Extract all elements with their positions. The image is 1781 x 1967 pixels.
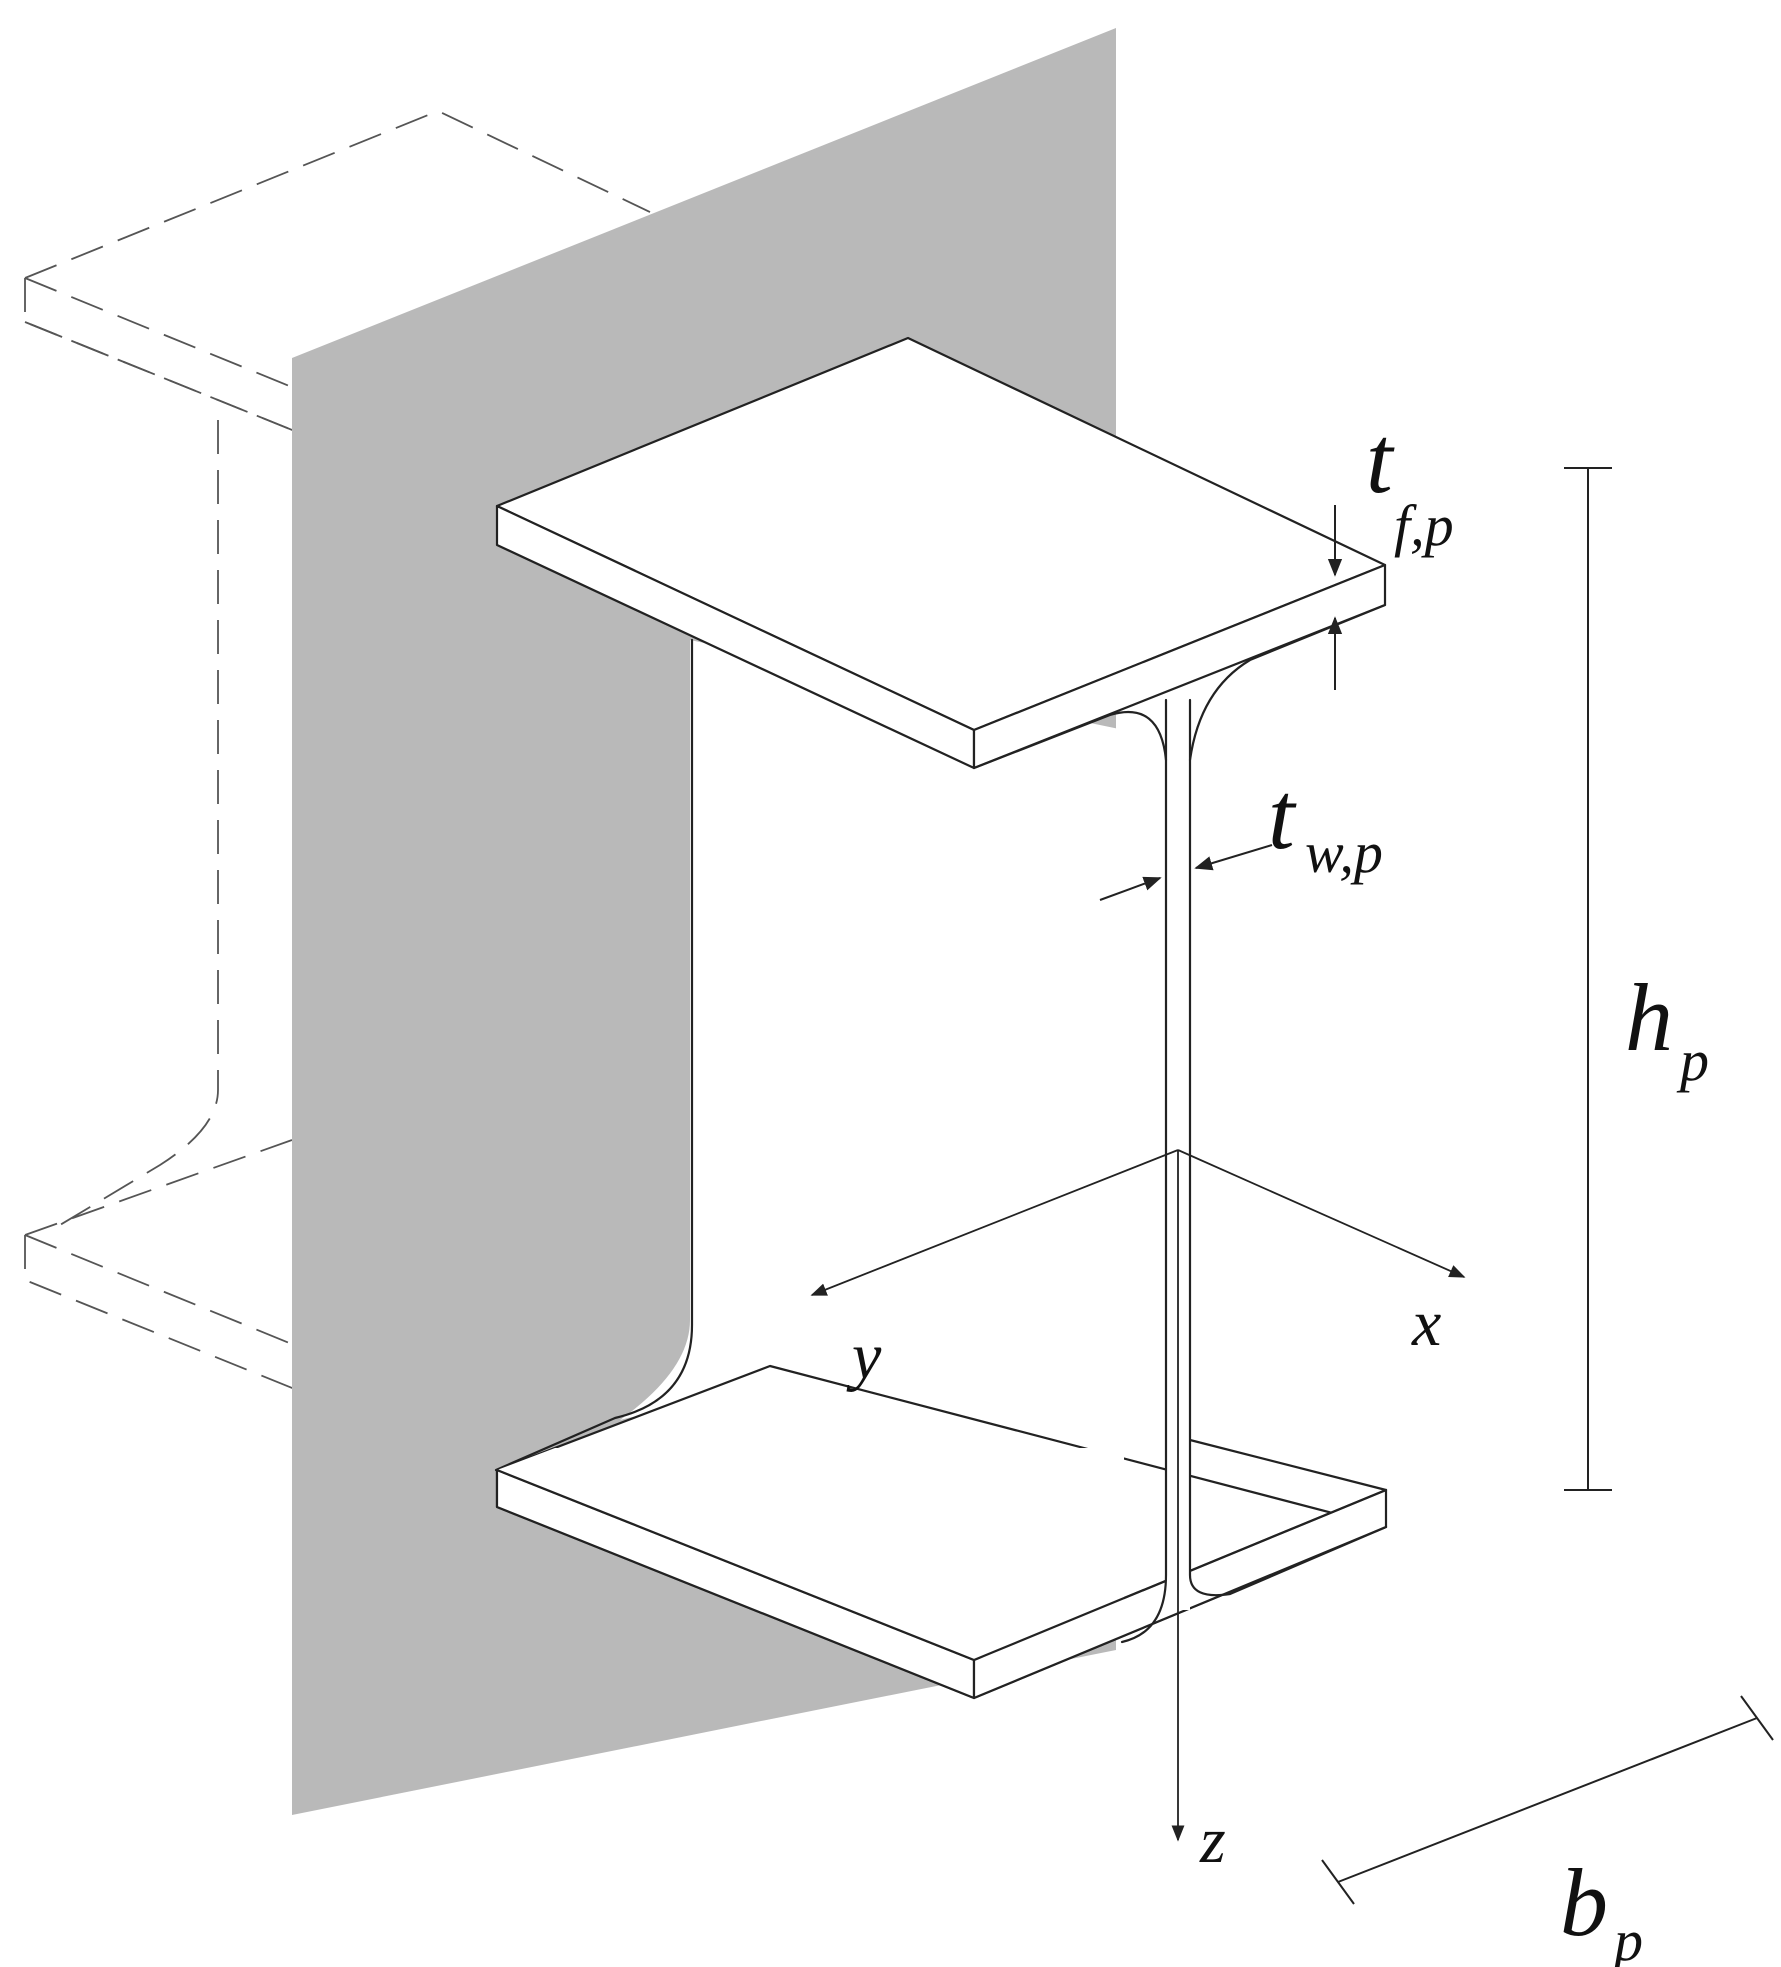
axis-x-label: x [1411, 1287, 1441, 1360]
flange-thickness-dimension: t f,p [1327, 406, 1454, 690]
web-thickness-label: t [1268, 762, 1297, 869]
web-thickness-subscript: w,p [1305, 820, 1383, 885]
height-label: h [1625, 964, 1673, 1071]
top-flange [495, 336, 1387, 770]
axes: y x z [810, 1149, 1466, 1877]
width-dimension: b p [1321, 1695, 1774, 1967]
axis-x-line [1177, 1149, 1466, 1278]
axis-y-label: y [846, 1320, 882, 1393]
flange-thickness-label: t [1366, 406, 1395, 513]
height-dimension: h p [1564, 467, 1709, 1491]
web-thickness-dimension: t w,p [1099, 762, 1383, 901]
height-subscript: p [1676, 1028, 1709, 1093]
width-subscript: p [1610, 1908, 1643, 1967]
width-label: b [1560, 1849, 1608, 1956]
axis-y-line [810, 1149, 1179, 1296]
flange-thickness-subscript: f,p [1394, 493, 1454, 558]
web-face [620, 640, 1148, 1575]
flange-thickness-symbol: t [1366, 406, 1395, 513]
axis-z-label: z [1199, 1804, 1226, 1877]
